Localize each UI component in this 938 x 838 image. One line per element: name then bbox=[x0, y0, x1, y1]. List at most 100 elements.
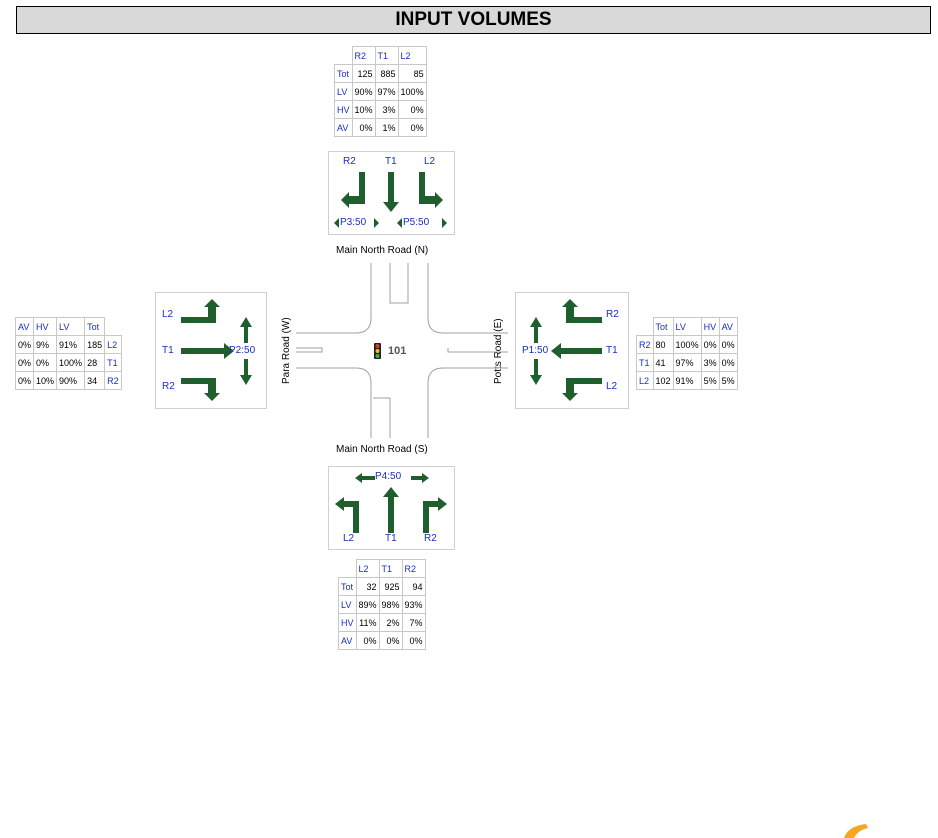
east-movement-label: T1 bbox=[606, 345, 618, 356]
road-edge bbox=[389, 263, 409, 304]
south-cell: 32 bbox=[355, 577, 380, 596]
south-ped-label: P4:50 bbox=[375, 471, 402, 482]
west-cell: 9% bbox=[33, 335, 58, 354]
south-cell: 7% bbox=[401, 613, 426, 632]
title-text: INPUT VOLUMES bbox=[395, 9, 552, 30]
north-cell: 0% bbox=[397, 100, 427, 119]
west-ped-arrow-up bbox=[240, 317, 252, 343]
north-ped-label: P3:50 bbox=[340, 217, 367, 228]
north-movement-label: T1 bbox=[385, 156, 397, 167]
south-left-turn-head bbox=[335, 497, 344, 511]
south-ped-arrow-right bbox=[411, 473, 429, 483]
east-header-cell: Tot bbox=[652, 317, 674, 336]
south-cell: 93% bbox=[401, 595, 426, 614]
north-ped-arrow-right bbox=[374, 218, 379, 228]
south-volume-table: L2 T1 R2 Tot 32 925 94 LV 89% 98% 93% HV… bbox=[338, 559, 426, 650]
south-right-turn-arrow bbox=[423, 501, 439, 533]
south-header-cell: L2 bbox=[355, 559, 380, 578]
south-movement-panel: P4:50 L2 T1 R2 bbox=[328, 466, 455, 550]
road-name-south: Main North Road (S) bbox=[336, 444, 428, 455]
east-cell: 3% bbox=[700, 353, 720, 372]
north-header-cell: L2 bbox=[397, 46, 427, 65]
north-ped-label: P5:50 bbox=[403, 217, 430, 228]
east-movement-label: R2 bbox=[606, 309, 619, 320]
road-edge bbox=[296, 347, 323, 353]
north-header-cell: R2 bbox=[351, 46, 376, 65]
north-cell: 90% bbox=[351, 82, 376, 101]
east-through-arrow bbox=[551, 343, 602, 359]
west-arrows bbox=[181, 299, 252, 401]
south-cell: 0% bbox=[378, 631, 403, 650]
east-cell: 0% bbox=[700, 335, 720, 354]
west-through-arrow bbox=[181, 343, 234, 359]
east-cell: 100% bbox=[672, 335, 702, 354]
north-movement-label: L2 bbox=[424, 156, 436, 167]
south-left-turn-arrow bbox=[343, 501, 359, 533]
west-cell: 0% bbox=[33, 353, 58, 372]
west-cell: 34 bbox=[84, 371, 106, 390]
north-cell: 0% bbox=[397, 118, 427, 137]
north-row-label: HV bbox=[334, 100, 353, 119]
east-arrows bbox=[530, 299, 602, 401]
north-row-label: AV bbox=[334, 118, 353, 137]
south-cell: 94 bbox=[401, 577, 426, 596]
east-cell: 0% bbox=[718, 353, 738, 372]
south-corner-cell bbox=[338, 559, 357, 578]
east-cell: 5% bbox=[718, 371, 738, 390]
north-cell: 3% bbox=[374, 100, 399, 119]
east-movement-label: L2 bbox=[606, 381, 618, 392]
road-name-north: Main North Road (N) bbox=[336, 245, 429, 256]
north-right-turn-arrow bbox=[341, 172, 365, 208]
north-cell: 85 bbox=[397, 64, 427, 83]
west-cell: 10% bbox=[33, 371, 58, 390]
east-cell: 5% bbox=[700, 371, 720, 390]
south-ped-arrow-left bbox=[355, 473, 375, 483]
north-arrows bbox=[334, 172, 447, 228]
north-ped-arrow-right bbox=[442, 218, 447, 228]
road-name-west: Para Road (W) bbox=[281, 317, 292, 384]
west-row-label: T1 bbox=[104, 353, 122, 372]
north-row-label: Tot bbox=[334, 64, 353, 83]
west-header-cell: Tot bbox=[84, 317, 106, 336]
south-row-label: HV bbox=[338, 613, 357, 632]
road-name-east: Potts Road (E) bbox=[493, 318, 504, 384]
east-header-cell: LV bbox=[672, 317, 702, 336]
north-ped-arrow-left bbox=[334, 218, 339, 228]
south-cell: 89% bbox=[355, 595, 380, 614]
south-row-label: AV bbox=[338, 631, 357, 650]
east-ped-label: P1:50 bbox=[522, 345, 549, 356]
page-title: INPUT VOLUMES bbox=[16, 6, 931, 34]
south-cell: 11% bbox=[355, 613, 380, 632]
south-arrows bbox=[335, 473, 447, 533]
west-movement-label: L2 bbox=[162, 309, 174, 320]
east-corner-cell bbox=[636, 317, 654, 336]
south-row-label: Tot bbox=[338, 577, 357, 596]
south-movement-label: T1 bbox=[385, 533, 397, 544]
north-through-arrow bbox=[383, 172, 399, 212]
north-movement-panel: R2 T1 L2 P3:50 P5:50 bbox=[328, 151, 455, 235]
west-movement-label: T1 bbox=[162, 345, 174, 356]
west-header-cell: HV bbox=[33, 317, 58, 336]
north-volume-table: R2 T1 L2 Tot 125 885 85 LV 90% 97% 100% … bbox=[334, 46, 427, 137]
east-right-turn-arrow bbox=[562, 299, 602, 323]
north-movement-label: R2 bbox=[343, 156, 356, 167]
east-cell: 102 bbox=[652, 371, 674, 390]
west-cell: 91% bbox=[56, 335, 86, 354]
south-cell: 0% bbox=[401, 631, 426, 650]
east-header-cell: AV bbox=[718, 317, 738, 336]
north-corner-cell bbox=[334, 46, 353, 65]
north-cell: 885 bbox=[374, 64, 399, 83]
west-right-turn-arrow bbox=[181, 378, 220, 401]
west-corner-cell bbox=[104, 317, 122, 336]
north-left-turn-arrow bbox=[419, 172, 443, 208]
north-cell: 0% bbox=[351, 118, 376, 137]
north-header-cell: T1 bbox=[374, 46, 399, 65]
west-cell: 0% bbox=[14, 335, 35, 354]
west-left-turn-arrow bbox=[181, 299, 220, 323]
west-movement-panel: L2 T1 R2 P2:50 bbox=[155, 292, 267, 409]
road-edge bbox=[296, 367, 372, 438]
east-row-label: R2 bbox=[636, 335, 654, 354]
north-cell: 10% bbox=[351, 100, 376, 119]
north-cell: 1% bbox=[374, 118, 399, 137]
